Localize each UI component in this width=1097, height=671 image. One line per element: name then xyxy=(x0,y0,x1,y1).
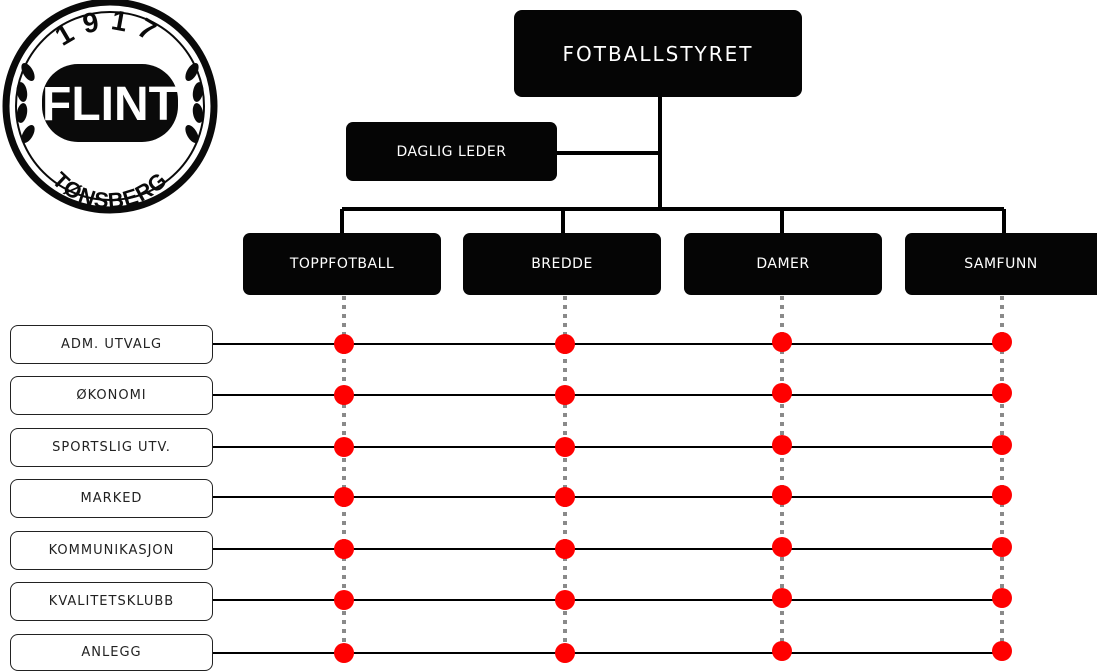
committee-box-anlegg: ANLEGG xyxy=(10,634,213,671)
node-dot xyxy=(555,385,575,405)
department-box-bredde: BREDDE xyxy=(463,233,661,295)
node-dot xyxy=(772,332,792,352)
node-dot xyxy=(772,485,792,505)
committee-box-kvalitetsklubb: KVALITETSKLUBB xyxy=(10,582,213,621)
node-dot xyxy=(555,487,575,507)
node-dot xyxy=(334,334,354,354)
node-dot xyxy=(772,641,792,661)
committee-label: KOMMUNIKASJON xyxy=(48,543,175,558)
node-dot xyxy=(992,641,1012,661)
manager-label: DAGLIG LEDER xyxy=(396,143,507,160)
node-dot xyxy=(334,487,354,507)
committee-box-adm-utvalg: ADM. UTVALG xyxy=(10,325,213,364)
node-dot xyxy=(992,485,1012,505)
club-logo: 1917 FLINT TØNSBERG xyxy=(2,0,218,214)
node-dot xyxy=(992,435,1012,455)
node-dot xyxy=(334,590,354,610)
node-dot xyxy=(555,334,575,354)
department-label: SAMFUNN xyxy=(964,256,1038,272)
department-box-samfunn: SAMFUNN xyxy=(905,233,1097,295)
node-dot xyxy=(772,383,792,403)
committee-box-sportslig-utv: SPORTSLIG UTV. xyxy=(10,428,213,467)
node-dot xyxy=(555,643,575,663)
committee-box-marked: MARKED xyxy=(10,479,213,518)
node-dot xyxy=(555,539,575,559)
committee-label: ADM. UTVALG xyxy=(60,337,163,352)
committee-label: KVALITETSKLUBB xyxy=(48,594,175,609)
committee-label: ØKONOMI xyxy=(76,388,147,403)
node-dot xyxy=(555,590,575,610)
node-dot xyxy=(992,588,1012,608)
laurel-icon xyxy=(16,62,204,144)
department-box-damer: DAMER xyxy=(684,233,882,295)
department-label: BREDDE xyxy=(531,256,593,272)
node-dot xyxy=(772,588,792,608)
node-dot xyxy=(992,332,1012,352)
committee-label: MARKED xyxy=(80,491,143,506)
node-dot xyxy=(334,539,354,559)
manager-box: DAGLIG LEDER xyxy=(346,122,557,181)
board-label: FOTBALLSTYRET xyxy=(562,41,754,66)
logo-inner-ring xyxy=(15,11,205,201)
node-dot xyxy=(334,643,354,663)
node-dot xyxy=(334,437,354,457)
node-dot xyxy=(772,435,792,455)
node-dot xyxy=(334,385,354,405)
node-dot xyxy=(992,383,1012,403)
logo-name: FLINT xyxy=(42,78,178,131)
committee-label: ANLEGG xyxy=(81,645,142,660)
department-label: TOPPFOTBALL xyxy=(289,256,395,272)
committee-label: SPORTSLIG UTV. xyxy=(52,440,171,455)
department-label: DAMER xyxy=(756,256,810,272)
logo-badge xyxy=(42,64,178,142)
node-dot xyxy=(772,537,792,557)
node-dot xyxy=(992,537,1012,557)
committee-box-kommunikasjon: KOMMUNIKASJON xyxy=(10,531,213,570)
board-box: FOTBALLSTYRET xyxy=(514,10,802,97)
committee-box-okonomi: ØKONOMI xyxy=(10,376,213,415)
node-dot xyxy=(555,437,575,457)
department-box-toppfotball: TOPPFOTBALL xyxy=(243,233,441,295)
